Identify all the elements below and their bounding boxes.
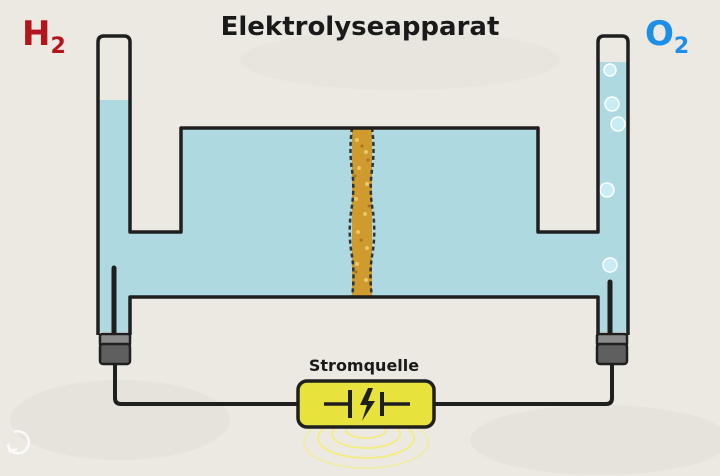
vessel-inner-outline: [128, 295, 600, 335]
power-source-label: Stromquelle: [308, 356, 420, 375]
oxygen-label: O2: [645, 14, 689, 59]
power-source: [296, 379, 436, 429]
hydrogen-symbol: H: [22, 14, 51, 54]
circuit-wire: [113, 364, 614, 406]
oxygen-bubbles: [599, 63, 626, 273]
background-texture: [10, 30, 720, 475]
reload-icon[interactable]: [6, 430, 31, 455]
vessel-outline: [96, 34, 630, 335]
hydrogen-subscript: 2: [50, 34, 66, 59]
right-electrode: [595, 279, 629, 366]
battery-lightning-icon: [324, 388, 410, 421]
left-electrode: [98, 265, 132, 366]
membrane: [348, 127, 376, 298]
hydrogen-label: H2: [22, 14, 66, 59]
oxygen-symbol: O: [645, 14, 674, 54]
page-title: Elektrolyseapparat: [220, 12, 500, 42]
oxygen-subscript: 2: [673, 34, 690, 59]
